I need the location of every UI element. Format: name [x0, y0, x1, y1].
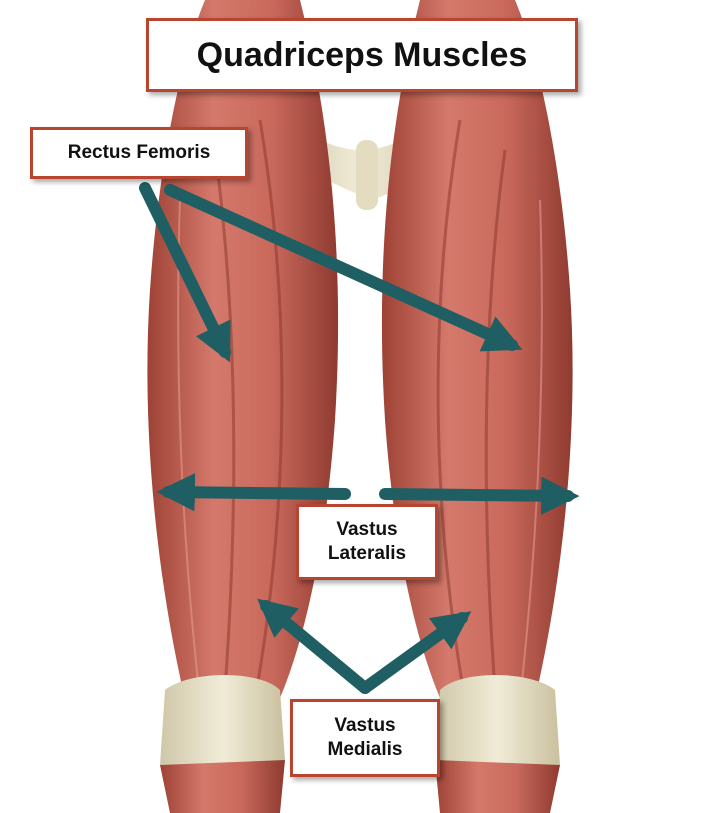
- vastus-lateralis-line2: Lateralis: [327, 543, 407, 564]
- vastus-medialis-line1: Vastus: [334, 715, 396, 737]
- title-text: Quadriceps Muscles: [196, 35, 528, 74]
- arrow-vastus-medialis-left: [257, 598, 371, 694]
- arrow-vastus-medialis-right: [359, 611, 472, 694]
- arrow-rectus-femoris-left: [139, 182, 231, 363]
- arrow-vastus-lateralis-left: [156, 473, 351, 512]
- left-thigh: [147, 0, 339, 720]
- right-knee: [435, 675, 560, 813]
- arrow-rectus-femoris-right: [164, 184, 523, 352]
- label-vastus-lateralis: Vastus Lateralis: [296, 504, 438, 580]
- vastus-medialis-line2: Medialis: [327, 739, 403, 760]
- label-vastus-medialis: Vastus Medialis: [290, 699, 440, 777]
- right-thigh: [381, 0, 573, 720]
- rectus-femoris-text: Rectus Femoris: [67, 142, 211, 164]
- arrow-vastus-lateralis-right: [379, 476, 580, 515]
- vastus-lateralis-line1: Vastus: [336, 519, 398, 541]
- label-rectus-femoris: Rectus Femoris: [30, 127, 248, 179]
- pointer-arrows: [139, 182, 580, 694]
- left-knee: [160, 675, 285, 813]
- page-title: Quadriceps Muscles: [146, 18, 578, 92]
